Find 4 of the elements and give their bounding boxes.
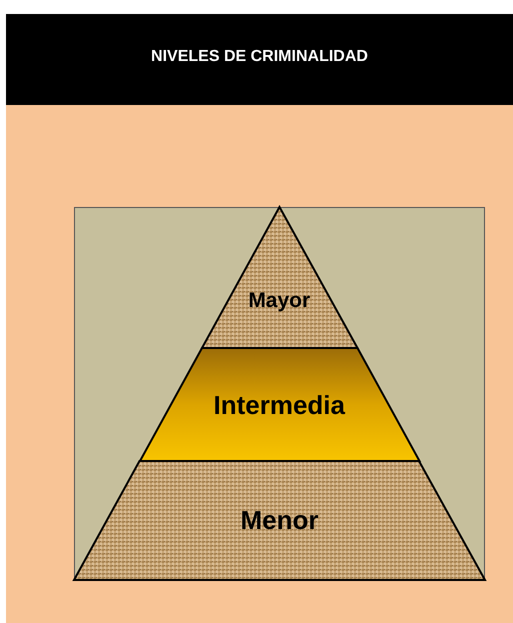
tier-label: Menor — [240, 505, 320, 536]
tier-label: Intermedia — [212, 390, 346, 421]
title: NIVELES DE CRIMINALIDAD — [150, 48, 369, 66]
tier-label: Mayor — [247, 289, 312, 313]
